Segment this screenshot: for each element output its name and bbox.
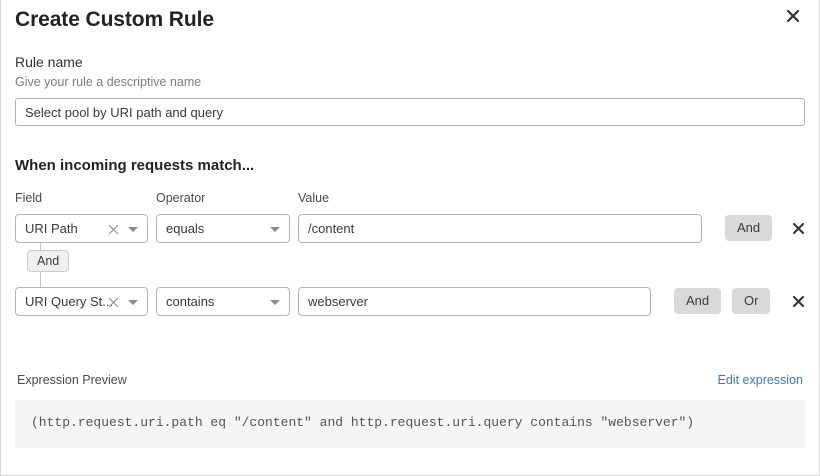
rule-name-input[interactable]	[15, 98, 805, 126]
or-button-2[interactable]: Or	[732, 288, 771, 314]
delete-condition-icon-1[interactable]	[789, 219, 807, 237]
and-button-2[interactable]: And	[674, 288, 722, 314]
operator-select-2[interactable]: contains	[156, 287, 290, 316]
match-heading: When incoming requests match...	[15, 157, 255, 174]
operator-select-1-value: equals	[166, 221, 205, 236]
column-header-value: Value	[298, 191, 330, 205]
clear-icon[interactable]	[108, 296, 119, 308]
condition-column-headers: Field Operator Value	[15, 191, 805, 209]
and-button-1[interactable]: And	[725, 215, 773, 241]
rule-name-label: Rule name	[15, 54, 83, 70]
chevron-down-icon[interactable]	[270, 300, 280, 305]
rule-name-help: Give your rule a descriptive name	[15, 75, 202, 89]
chevron-down-icon[interactable]	[128, 300, 138, 305]
condition-row: URI Path equals And And	[15, 214, 807, 288]
delete-condition-icon-2[interactable]	[789, 292, 807, 310]
field-select-2-value: URI Query St...	[25, 294, 114, 309]
chevron-down-icon[interactable]	[270, 227, 280, 232]
dialog-title: Create Custom Rule	[15, 8, 214, 31]
edit-expression-link[interactable]: Edit expression	[717, 373, 803, 387]
operator-select-2-value: contains	[166, 294, 215, 309]
chevron-down-icon[interactable]	[128, 227, 138, 232]
group-logic-badge[interactable]: And	[27, 250, 70, 272]
field-select-1[interactable]: URI Path	[15, 214, 148, 243]
field-select-1-value: URI Path	[25, 221, 78, 236]
expression-preview-title: Expression Preview	[17, 373, 127, 387]
dialog-header: Create Custom Rule	[15, 0, 805, 46]
column-header-operator: Operator	[156, 191, 206, 205]
field-select-2[interactable]: URI Query St...	[15, 287, 148, 316]
condition-row: URI Query St... contains And Or	[15, 287, 805, 316]
expression-preview-code: (http.request.uri.path eq "/content" and…	[15, 400, 805, 448]
clear-icon[interactable]	[108, 223, 119, 235]
column-header-field: Field	[15, 191, 43, 205]
operator-select-1[interactable]: equals	[156, 214, 290, 243]
close-icon[interactable]	[783, 6, 803, 26]
value-input-1[interactable]	[298, 214, 702, 243]
expression-preview-header: Expression Preview Edit expression	[15, 373, 805, 391]
value-input-2[interactable]	[298, 287, 651, 316]
